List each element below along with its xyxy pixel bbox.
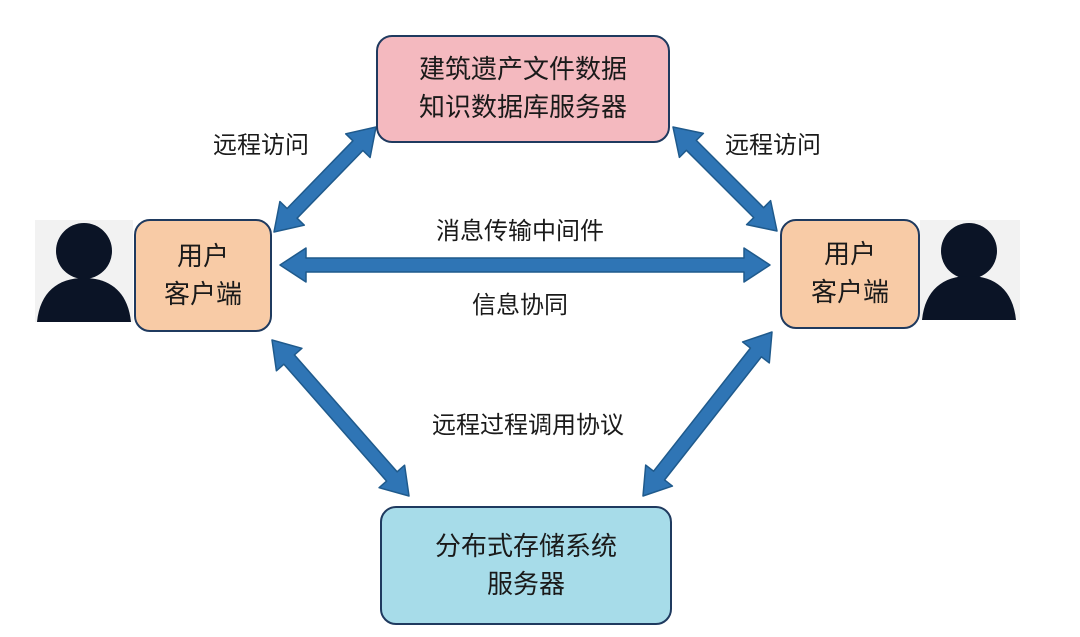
storage-server-node: 分布式存储系统 服务器 (380, 506, 672, 625)
client-left-line1: 用户 (176, 241, 229, 272)
client-right-line2: 客户端 (810, 278, 889, 308)
remote-access-left-label: 远程访问 (213, 131, 309, 159)
user-right-icon (922, 223, 1016, 320)
storage-server-line2: 服务器 (486, 569, 565, 600)
rpc-label: 远程过程调用协议 (432, 411, 624, 439)
arrow-right-to-storage (642, 331, 773, 497)
arrow-right-to-knowledge (672, 126, 778, 232)
knowledge-server-line2: 知识数据库服务器 (418, 93, 627, 123)
knowledge-database-server-node: 建筑遗产文件数据 知识数据库服务器 (376, 35, 670, 143)
client-right-node: 用户 客户端 (780, 219, 920, 329)
arrow-client-to-client (279, 247, 771, 283)
client-left-line2: 客户端 (163, 279, 242, 310)
client-left-node: 用户 客户端 (134, 219, 272, 332)
knowledge-server-line1: 建筑遗产文件数据 (418, 55, 627, 85)
collaboration-label: 信息协同 (472, 291, 568, 319)
middleware-label: 消息传输中间件 (436, 217, 604, 245)
arrow-left-to-storage (271, 339, 410, 497)
storage-server-line1: 分布式存储系统 (434, 531, 617, 562)
user-left-icon (37, 223, 131, 322)
remote-access-right-label: 远程访问 (725, 131, 821, 159)
client-right-line1: 用户 (823, 240, 876, 270)
